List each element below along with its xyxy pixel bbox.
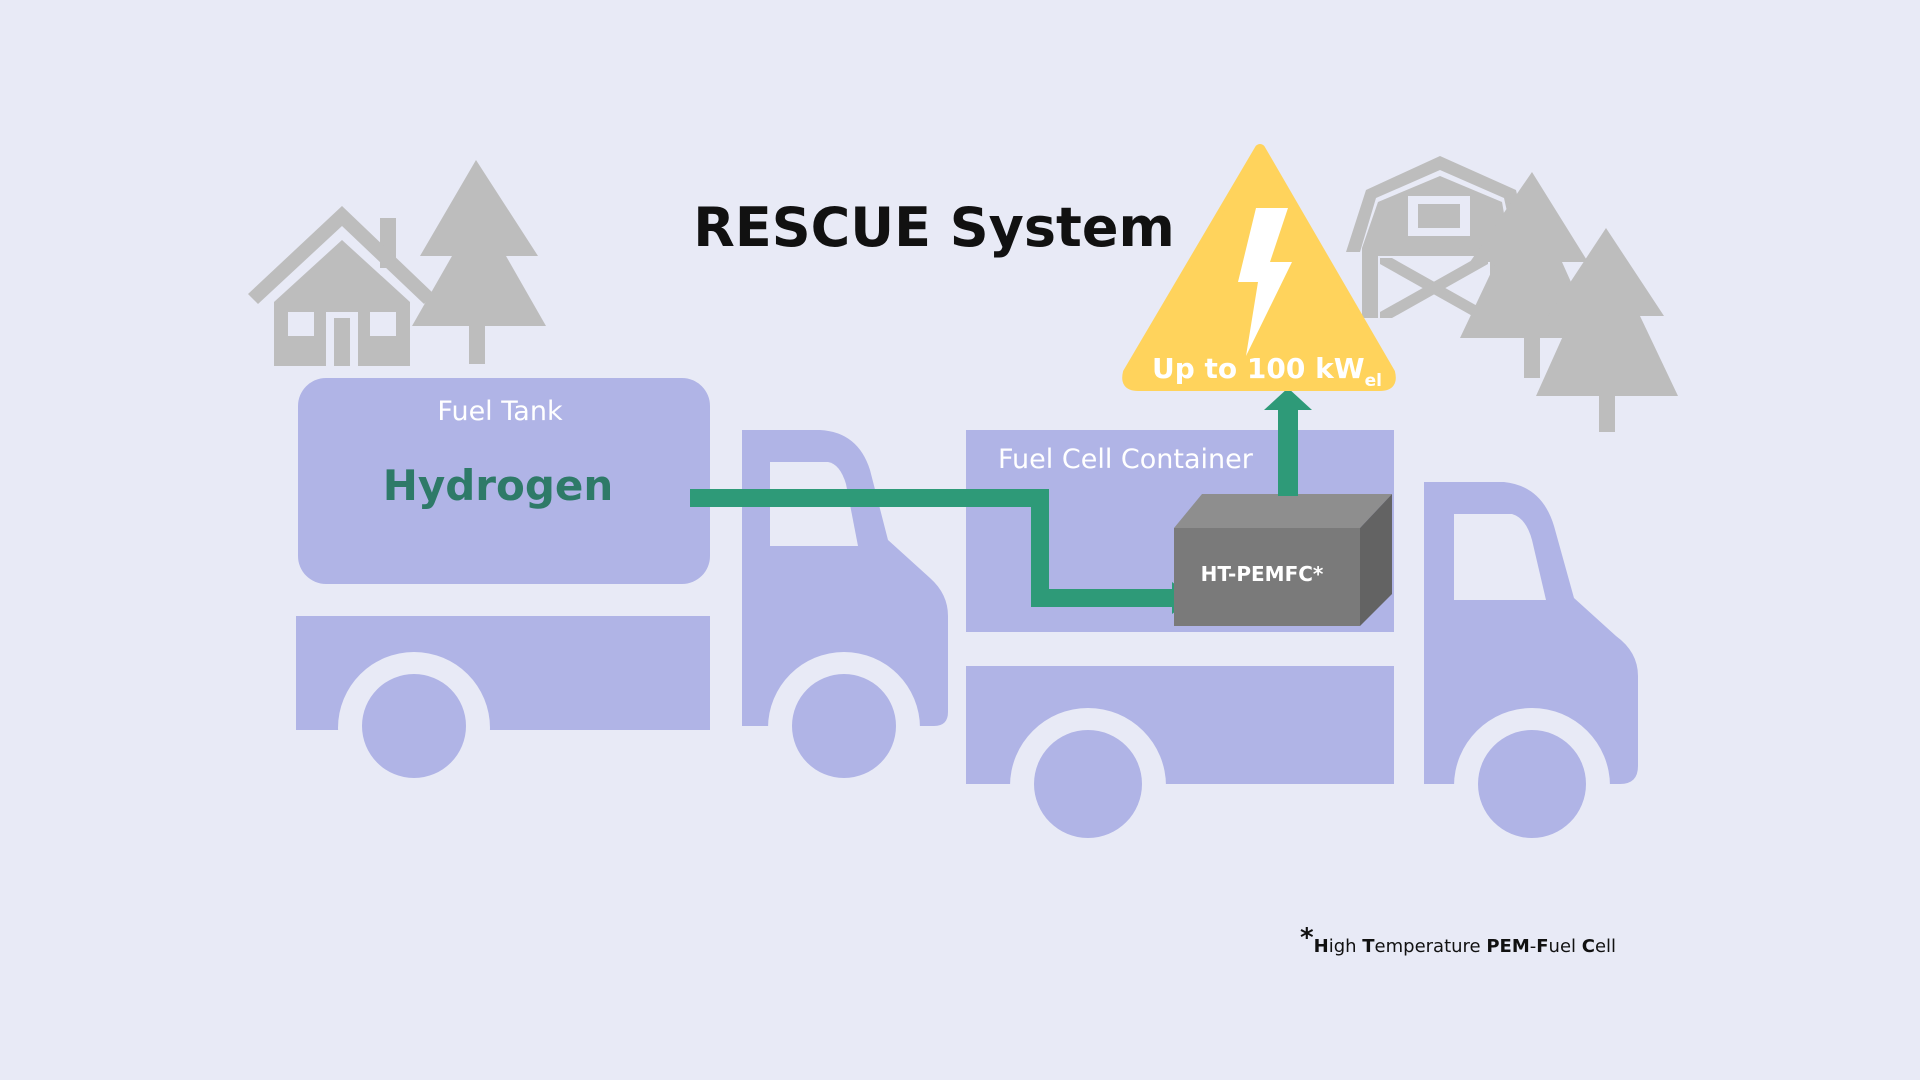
fuel-cell-container-label: Fuel Cell Container — [998, 444, 1254, 475]
fuel-tank-label: Fuel Tank — [437, 396, 563, 427]
fuel-tank-body — [298, 378, 710, 584]
footnote-part: PEM — [1486, 936, 1529, 957]
footnote-part: T — [1362, 936, 1375, 957]
power-output-value: Up to 100 kW — [1152, 352, 1365, 385]
house-icon — [248, 206, 434, 366]
power-output-label: Up to 100 kWel — [1152, 352, 1382, 391]
fuel-cell-unit-label: HT-PEMFC* — [1201, 562, 1324, 586]
footnote-part: igh — [1329, 936, 1363, 957]
footnote-star: * — [1300, 923, 1314, 953]
footnote-part: ell — [1595, 936, 1616, 957]
truck-icon-tanker — [296, 378, 948, 804]
lightning-bolt-icon — [1238, 208, 1292, 356]
tree-icon-left — [412, 160, 546, 364]
power-output-subscript: el — [1365, 371, 1382, 391]
footnote: *High Temperature PEM-Fuel Cell — [1300, 923, 1616, 957]
barn-icon — [1346, 156, 1530, 318]
fuel-cell-box-icon — [1174, 494, 1392, 626]
fuel-cell-box-front — [1174, 528, 1360, 626]
footnote-part: uel — [1549, 936, 1582, 957]
tree-icon-right-2 — [1536, 228, 1678, 432]
page-title: RESCUE System — [693, 196, 1174, 259]
footnote-part: C — [1582, 936, 1595, 957]
fuel-cell-box-top — [1174, 494, 1392, 528]
footnote-part: - — [1530, 936, 1537, 957]
fuel-tank-content: Hydrogen — [383, 461, 614, 510]
footnote-part: H — [1314, 936, 1329, 957]
container-cab-window — [1454, 514, 1546, 600]
power-output-arrow — [1264, 388, 1312, 496]
lightning-warning-icon — [1122, 144, 1396, 391]
footnote-part: emperature — [1375, 936, 1487, 957]
footnote-part: F — [1536, 936, 1548, 957]
fuel-cell-box-side — [1360, 494, 1392, 626]
